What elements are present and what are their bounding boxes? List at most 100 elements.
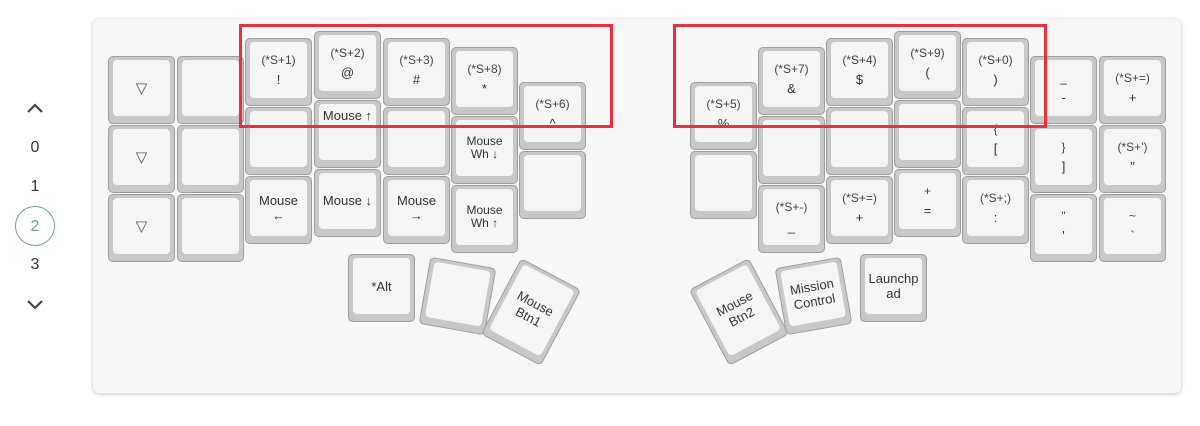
key-l-r1-c0[interactable]: ▽ [108,56,175,124]
chevron-down-icon[interactable] [22,292,48,318]
key-shift-label: (*S+1) [261,53,296,67]
key-double-quote[interactable]: (*S+') " [1099,125,1166,193]
key-minus[interactable]: _- [1030,56,1097,124]
key-l-c4-mid[interactable] [383,107,450,175]
key-percent[interactable]: (*S+5)% [690,82,757,150]
layer-1-button[interactable]: 1 [30,178,40,195]
key-plus-shift[interactable]: (*S+=) + [1099,56,1166,124]
key-left-bracket[interactable]: {[ [962,107,1029,175]
key-launchpad[interactable]: Launchp ad [860,254,927,322]
key-tilde[interactable]: ~` [1099,194,1166,262]
key-asterisk[interactable]: (*S+8)* [451,47,518,115]
key-at[interactable]: (*S+2)@ [314,31,381,99]
key-label: " [1130,159,1135,174]
key-l-r3-c1[interactable] [177,194,244,262]
key-ampersand[interactable]: (*S+7) & [758,47,825,115]
key-label: $ [855,72,864,87]
key-label: Mouse ↑ [322,108,373,123]
key-label: @ [340,65,355,80]
keyboard-layout: ▽ ▽ ▽ (*S+1)! Mouse ← (*S+2)@ Mouse ↑ Mo… [93,19,1181,393]
key-shift-label: " [1061,209,1066,223]
key-label: *Alt [371,278,392,294]
key-label: [ [993,141,998,156]
key-r-c1-mid[interactable] [758,116,825,184]
key-l-r2-c0[interactable]: ▽ [108,125,175,193]
key-label: Mission Control [788,275,837,313]
key-r-c2-mid[interactable] [826,107,893,175]
key-r-c3-mid[interactable] [894,100,961,168]
key-label: Mouse Btn1 [513,287,557,330]
key-right-paren[interactable]: (*S+0)) [962,38,1029,106]
key-shift-label: (*S+0) [978,53,1013,67]
key-l-r2-c1[interactable] [177,125,244,193]
layer-3-button[interactable]: 3 [30,256,40,273]
key-shift-label: (*S+3) [399,53,434,67]
key-label: ▽ [135,79,148,97]
key-shift-label: (*S+') [1117,140,1148,154]
key-shift-label: } [1061,140,1066,154]
key-l-c2-mid[interactable] [245,107,312,175]
key-label: + [855,210,864,225]
key-shift-label: (*S+9) [910,46,945,60]
key-left-paren[interactable]: (*S+9) ( [894,31,961,99]
key-mouse-up[interactable]: Mouse ↑ [314,100,381,168]
key-label: - [1061,90,1066,105]
chevron-up-icon[interactable] [22,95,48,121]
key-label: + [1128,90,1137,105]
key-label: ▽ [135,217,148,235]
layer-2-button[interactable]: 2 [15,206,55,246]
key-caret[interactable]: (*S+6) ^ [519,82,586,150]
key-underscore[interactable]: (*S+-)_ [758,185,825,253]
key-label: Mouse ↓ [322,193,373,208]
key-label: & [787,81,796,96]
key-l-r1-c1[interactable] [177,56,244,124]
key-shift-label: (*S+4) [842,53,877,67]
key-quote[interactable]: "' [1030,194,1097,262]
key-colon[interactable]: (*S+;): [962,176,1029,244]
key-shift-label: (*S+6) [535,97,570,111]
key-mouse-right[interactable]: Mouse → [383,176,450,244]
key-mouse-left[interactable]: Mouse ← [245,176,312,244]
key-label: : [993,210,998,225]
key-dollar[interactable]: (*S+4) $ [826,38,893,106]
key-r-c0-mid[interactable] [690,151,757,219]
key-label: Mouse Btn2 [713,287,757,330]
key-label: ) [993,72,998,87]
key-shift-label: { [993,122,998,136]
key-mission-control[interactable]: Mission Control [774,256,853,336]
key-shift-label: (*S+7) [774,62,809,76]
key-label: ^ [549,116,556,131]
key-shift-label: (*S+-) [775,200,808,214]
key-mouse-down[interactable]: Mouse ↓ [314,169,381,237]
key-shift-label: (*S+=) [1115,71,1150,85]
key-label: * [481,81,488,96]
key-shift-label: + [923,184,931,198]
key-label: % [717,116,730,131]
key-shift-label: ~ [1128,209,1136,223]
layer-selector: 0 1 2 3 [0,0,70,426]
key-mouse-wheel-up[interactable]: Mouse Wh ↑ [451,185,518,253]
key-right-bracket[interactable]: }] [1030,125,1097,193]
key-exclaim[interactable]: (*S+1)! [245,38,312,106]
key-label: = [923,203,932,218]
key-label: Mouse Wh ↓ [466,134,503,161]
key-label: ' [1062,228,1065,243]
key-label: ! [276,72,281,87]
key-shift-label: (*S+=) [842,191,877,205]
key-plus[interactable]: (*S+=) + [826,176,893,244]
key-mouse-btn2[interactable]: Mouse Btn2 [688,258,790,366]
key-l-c6-mid[interactable] [519,151,586,219]
key-equals[interactable]: += [894,169,961,237]
key-label: ( [925,65,930,80]
key-mouse-wheel-down[interactable]: Mouse Wh ↓ [451,116,518,184]
key-l-r3-c0[interactable]: ▽ [108,194,175,262]
key-alt[interactable]: *Alt [348,254,415,322]
key-label: Mouse Wh ↑ [466,203,503,230]
layer-0-button[interactable]: 0 [30,139,40,156]
key-label: Mouse ← [258,193,299,223]
key-label: ` [1130,228,1135,243]
key-shift-label: (*S+5) [706,97,741,111]
key-mouse-btn1[interactable]: Mouse Btn1 [480,258,582,366]
key-l-thumb-blank[interactable] [418,256,497,336]
key-hash[interactable]: (*S+3)# [383,38,450,106]
